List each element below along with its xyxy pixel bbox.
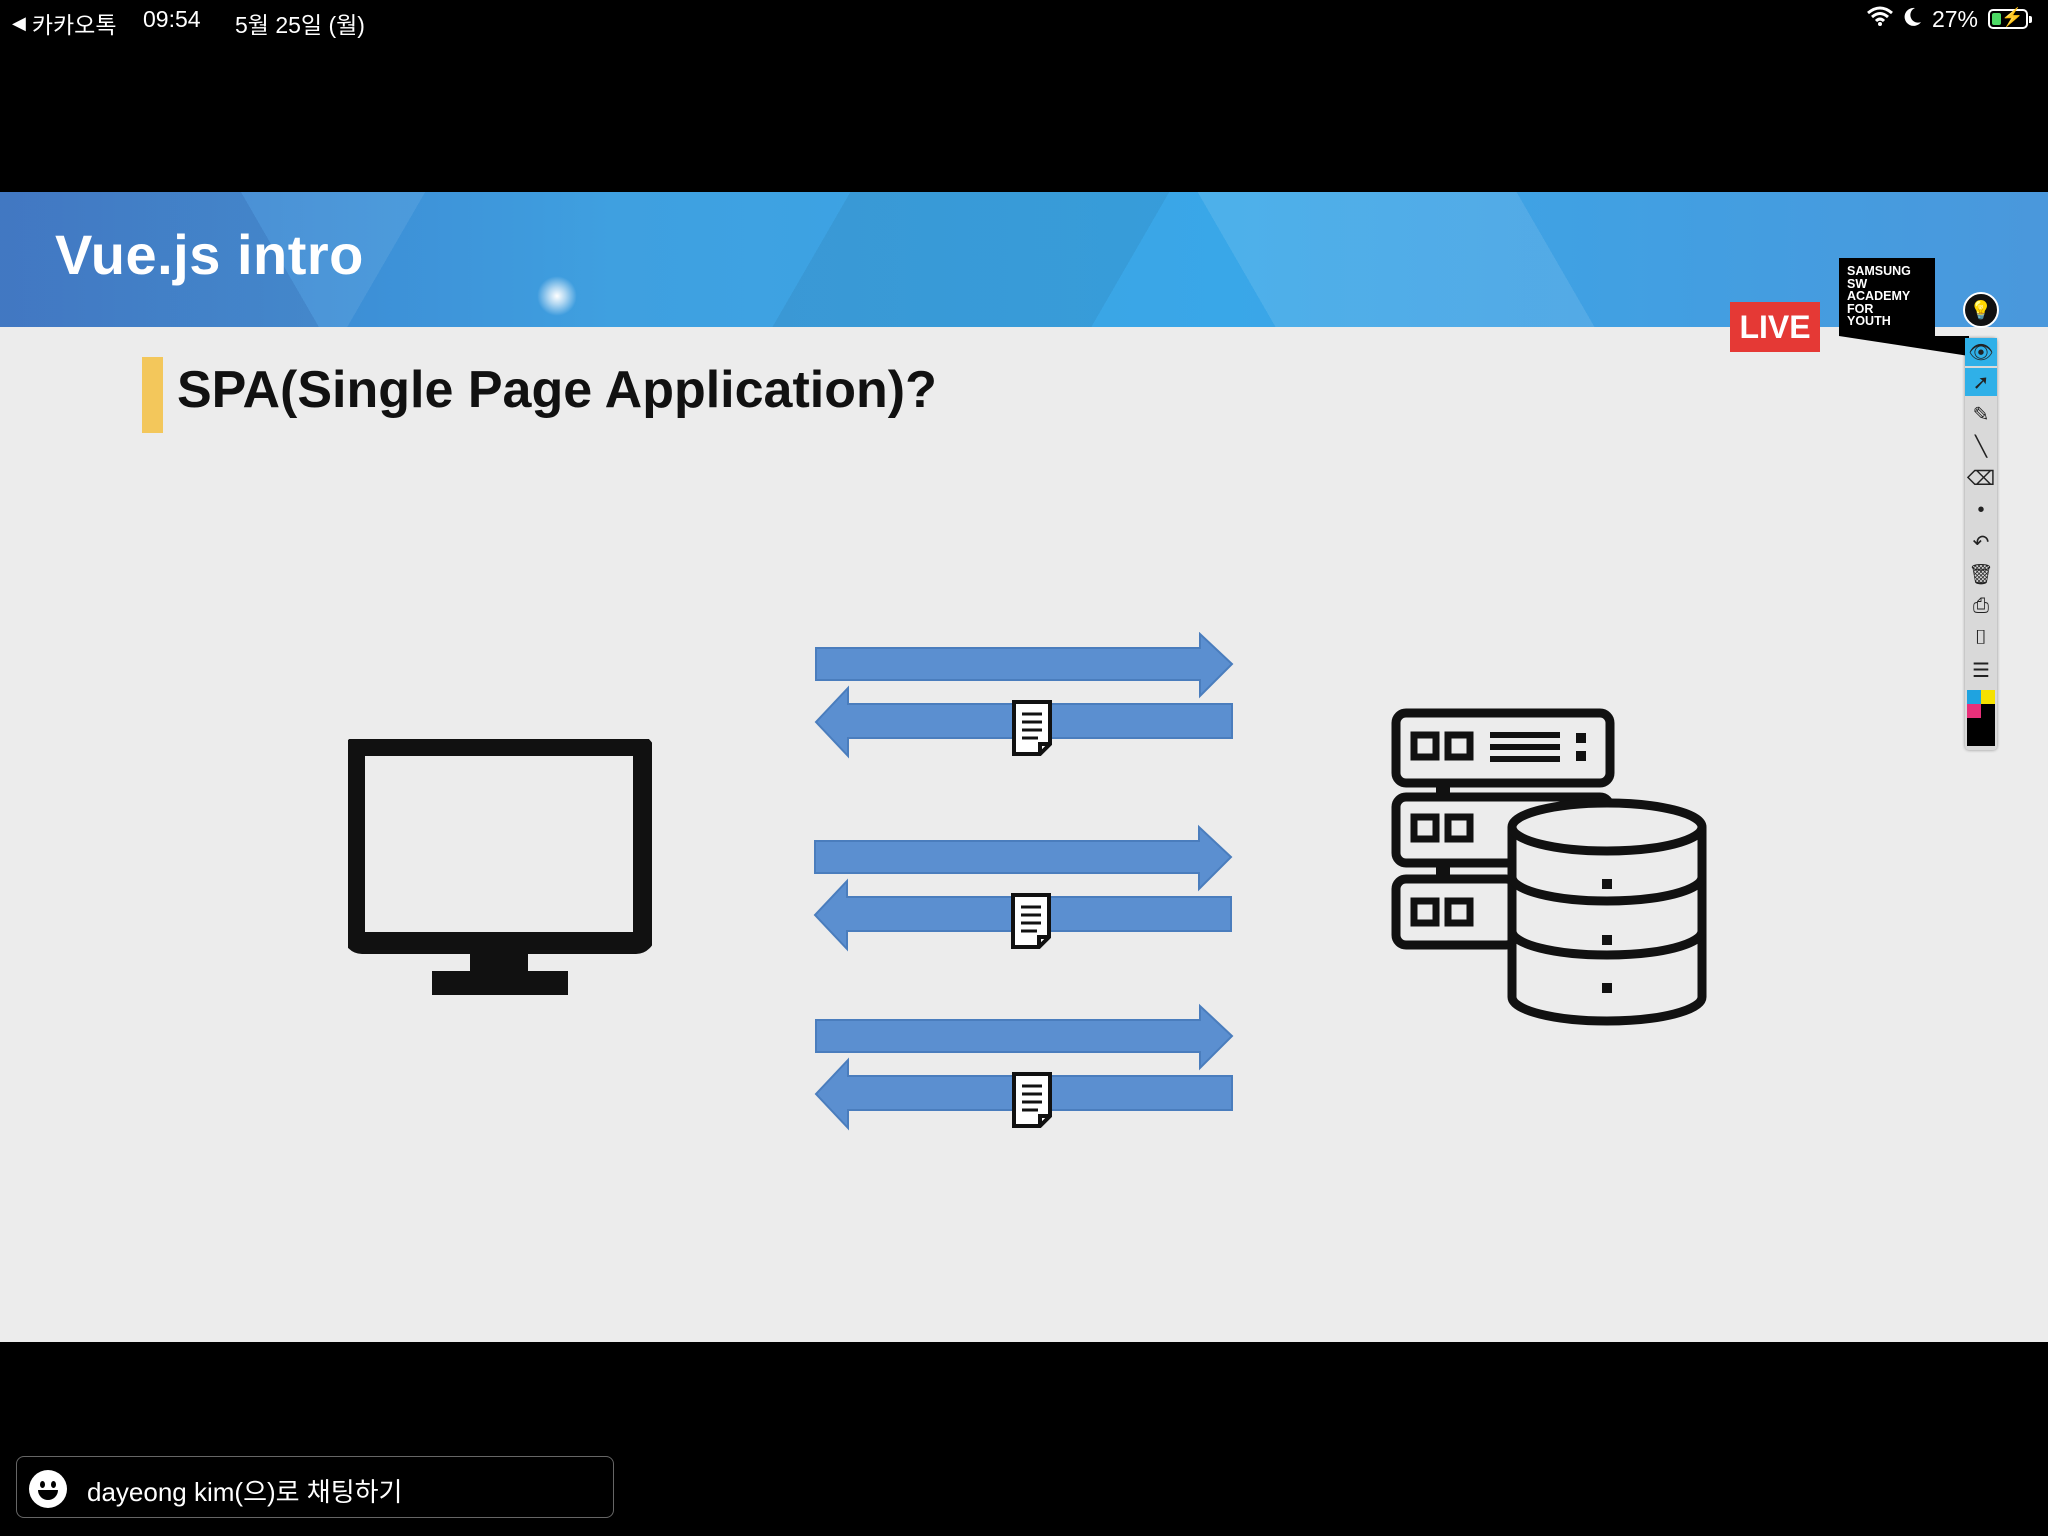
current-color — [1967, 718, 1995, 746]
clipboard-icon[interactable]: ☰ — [1972, 659, 1990, 682]
annotation-toolbar: 👁 ➚ ✎ ╲ ⌫ • ↶ 🗑 ⎙ ⌷ ☰ — [1965, 338, 1997, 750]
request-response-arrows — [810, 632, 1240, 1137]
eye-icon[interactable]: 👁 — [1965, 338, 1997, 366]
eraser-icon[interactable]: ⌫ — [1966, 467, 1996, 490]
server-database-icon — [1390, 707, 1720, 1032]
print-icon[interactable]: ⎙ — [1973, 594, 1989, 617]
highlighter-icon[interactable]: ✎ — [1972, 403, 1990, 426]
logo-line: YOUTH — [1847, 314, 1891, 328]
presentation-slide: Vue.js intro LIVE SAMSUNG SW ACADEMY FOR… — [0, 192, 2048, 1342]
status-date: 5월 25일 (월) — [235, 12, 365, 38]
color-swatch-black[interactable] — [1981, 704, 1995, 718]
battery-percent: 27% — [1931, 5, 1978, 32]
battery-icon: ⚡ — [1988, 7, 2032, 29]
camera-icon[interactable]: ⌷ — [1975, 626, 1987, 649]
back-arrow-icon: ◀ — [12, 12, 26, 33]
status-bar: ◀ 카카오톡 09:54 5월 25일 (월) 27% ⚡ — [0, 0, 2048, 40]
lightbulb-icon[interactable]: 💡 — [1963, 292, 1999, 328]
wifi-icon — [1866, 5, 1894, 33]
logo-line: SAMSUNG — [1847, 264, 1911, 278]
color-swatch-pink[interactable] — [1967, 704, 1981, 718]
back-app-label: 카카오톡 — [31, 12, 117, 38]
arrow-pair — [814, 1004, 1234, 1130]
heading-accent-bar — [142, 357, 163, 433]
logo-line: SW — [1847, 276, 1868, 291]
moon-icon — [1904, 6, 1922, 33]
arrow-pair — [813, 825, 1233, 951]
chat-placeholder[interactable]: dayeong kim(으)로 채팅하기 — [87, 1477, 403, 1507]
slide-banner: Vue.js intro — [0, 192, 2048, 327]
pointer-icon[interactable]: ➚ — [1965, 368, 1997, 396]
chat-input-bar[interactable]: dayeong kim(으)로 채팅하기 — [16, 1456, 614, 1518]
samsung-academy-logo: SAMSUNG SW ACADEMY FOR YOUTH — [1839, 258, 1969, 356]
dot-icon[interactable]: • — [1977, 498, 1985, 521]
trash-icon[interactable]: 🗑 — [1968, 563, 1994, 586]
logo-line: ACADEMY — [1847, 289, 1911, 303]
emoji-icon[interactable] — [29, 1470, 67, 1508]
line-icon[interactable]: ╲ — [1974, 435, 1988, 458]
back-to-app-button[interactable]: ◀ 카카오톡 — [12, 6, 116, 40]
color-palette[interactable] — [1967, 690, 1995, 746]
monitor-icon — [343, 734, 655, 1006]
status-time: 09:54 — [143, 6, 201, 32]
banner-title: Vue.js intro — [55, 223, 364, 286]
undo-icon[interactable]: ↶ — [1972, 531, 1990, 554]
color-swatch-blue[interactable] — [1967, 690, 1981, 704]
logo-line: FOR — [1847, 301, 1874, 316]
color-swatch-yellow[interactable] — [1981, 690, 1995, 704]
slide-heading: SPA(Single Page Application)? — [177, 361, 937, 419]
live-badge: LIVE — [1730, 302, 1820, 352]
arrow-pair — [814, 632, 1234, 758]
